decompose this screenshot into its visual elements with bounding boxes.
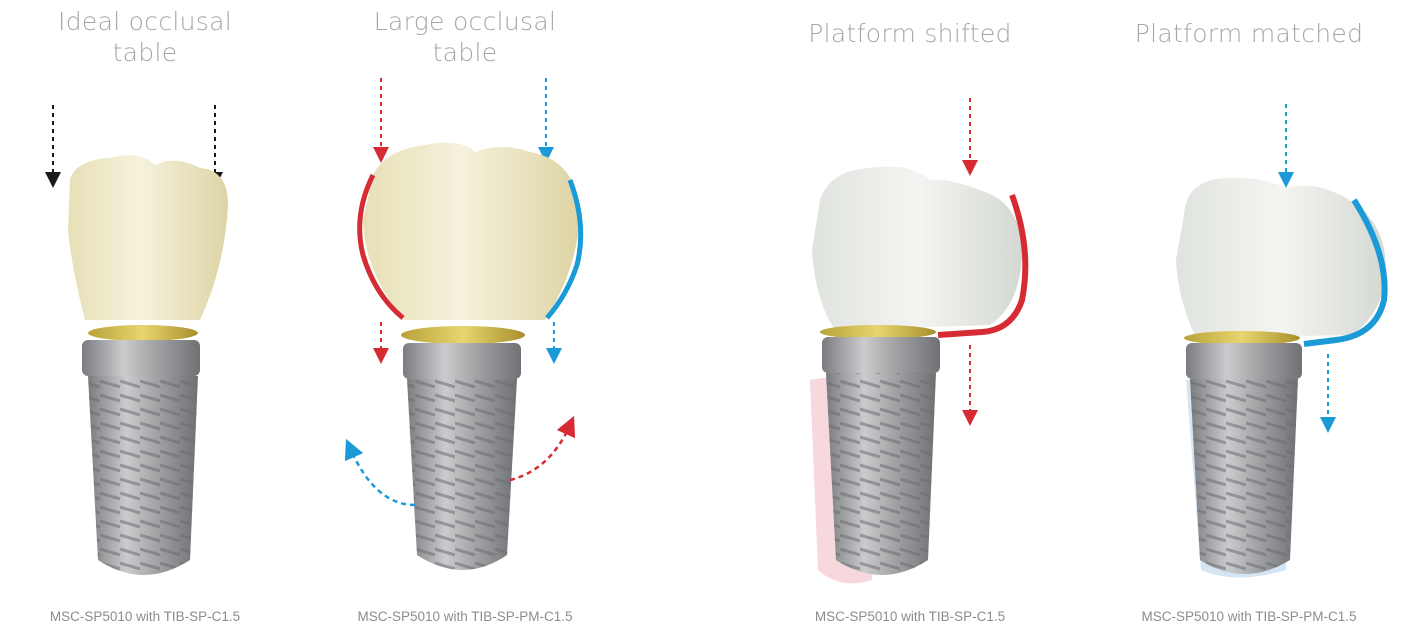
gold-collar bbox=[401, 326, 525, 344]
panel-caption: MSC-SP5010 with TIB-SP-C1.5 bbox=[0, 609, 290, 624]
gold-collar bbox=[88, 325, 198, 341]
implant-illustration bbox=[0, 0, 290, 600]
rotation-arrow bbox=[510, 425, 570, 480]
abutment bbox=[403, 343, 521, 379]
crown bbox=[812, 167, 1022, 331]
crown bbox=[68, 155, 228, 320]
gold-collar bbox=[820, 325, 936, 339]
implant-body bbox=[88, 376, 198, 575]
panel-platform-matched: Platform matched MSC-SP5010 with TIB-SP-… bbox=[1086, 0, 1412, 633]
implant-body bbox=[407, 379, 517, 570]
panel-caption: MSC-SP5010 with TIB-SP-PM-C1.5 bbox=[1086, 609, 1412, 624]
abutment bbox=[82, 340, 200, 376]
abutment bbox=[822, 337, 940, 373]
implant-illustration bbox=[1086, 0, 1412, 600]
panel-caption: MSC-SP5010 with TIB-SP-PM-C1.5 bbox=[315, 609, 615, 624]
implant-illustration bbox=[315, 0, 615, 600]
panel-large-occlusal-table: Large occlusal table bbox=[315, 0, 615, 633]
panel-caption: MSC-SP5010 with TIB-SP-C1.5 bbox=[760, 609, 1060, 624]
gold-collar bbox=[1184, 331, 1300, 345]
crown bbox=[363, 143, 580, 320]
panel-ideal-occlusal-table: Ideal occlusal table MSC-SP5010 with TIB… bbox=[0, 0, 290, 633]
panel-platform-shifted: Platform shifted MSC-SP5010 with TIB-SP-… bbox=[760, 0, 1060, 633]
abutment bbox=[1186, 343, 1302, 379]
implant-body bbox=[826, 373, 936, 575]
implant-illustration bbox=[760, 0, 1060, 600]
implant-body bbox=[1190, 379, 1298, 574]
rotation-arrow bbox=[350, 448, 415, 505]
